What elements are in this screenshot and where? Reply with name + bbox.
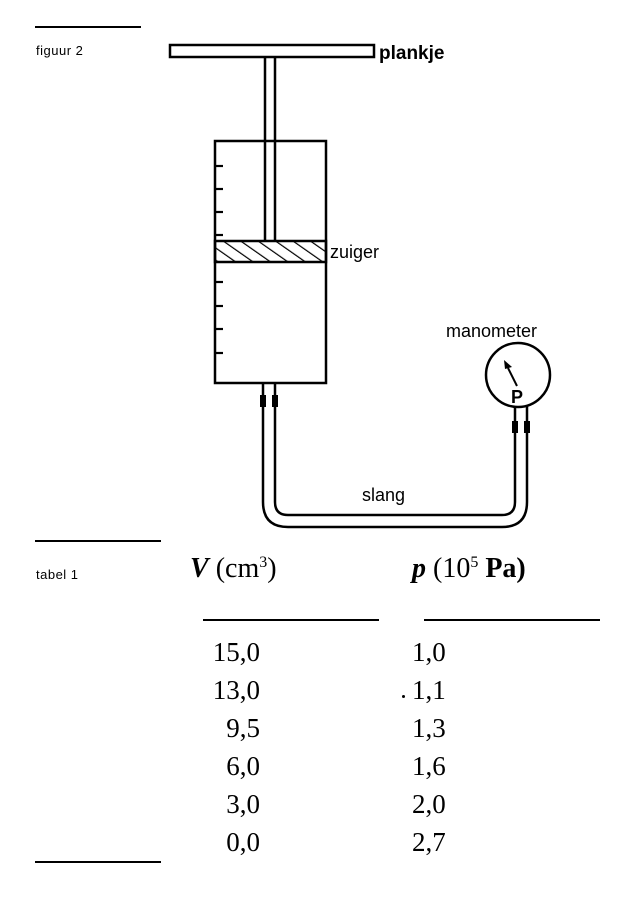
table-cell-pressure: 2,0	[412, 789, 446, 819]
table-cell-volume: 15,0	[212, 637, 260, 667]
piston-label: zuiger	[330, 242, 379, 262]
scale-ticks	[215, 164, 223, 355]
table-cell-pressure: 1,0	[412, 637, 446, 667]
plunger-rod	[263, 57, 277, 240]
figure-caption: figuur 2	[36, 43, 84, 58]
syringe-diagram: P plankje zuiger manometer slang	[168, 43, 552, 529]
table-top-rule	[35, 540, 161, 542]
hose-label: slang	[362, 485, 405, 505]
hose-clamp-left	[260, 395, 266, 407]
piston	[213, 239, 328, 264]
column-header-pressure: p (105 Pa)	[412, 553, 526, 584]
gauge-needle	[504, 360, 518, 387]
header-underline-pressure	[424, 619, 600, 621]
nozzle	[261, 383, 277, 395]
bottom-rule	[35, 861, 161, 863]
table-cell-volume: 3,0	[226, 789, 260, 819]
table-cell-pressure: 2,7	[412, 827, 446, 857]
hose	[261, 395, 529, 529]
table-cell-pressure: 1,3	[412, 713, 446, 743]
table-cell-volume: 13,0	[212, 675, 260, 705]
column-header-volume: V (cm3)	[190, 553, 277, 584]
table-caption: tabel 1	[36, 567, 79, 582]
plank	[168, 43, 376, 59]
table-cell-volume: 9,5	[226, 713, 260, 743]
table-cell-volume: 6,0	[226, 751, 260, 781]
manometer-label: manometer	[446, 321, 537, 341]
header-underline-volume	[203, 619, 379, 621]
stray-dot	[402, 695, 405, 698]
plank-label: plankje	[379, 43, 444, 64]
manometer-gauge	[484, 341, 552, 409]
table-cell-pressure: 1,1	[412, 675, 446, 705]
table-cell-pressure: 1,6	[412, 751, 446, 781]
table-cell-volume: 0,0	[226, 827, 260, 857]
gauge-symbol: P	[511, 387, 523, 407]
top-rule	[35, 26, 141, 28]
hose-clamp-right	[512, 421, 518, 433]
